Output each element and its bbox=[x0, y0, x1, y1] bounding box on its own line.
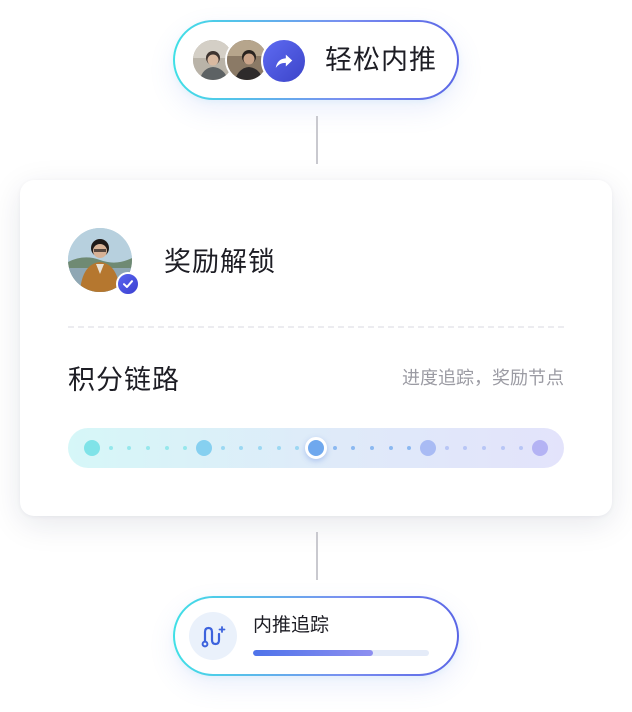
connector-line bbox=[316, 116, 318, 164]
reward-unlock-title: 奖励解锁 bbox=[164, 247, 276, 278]
user-avatar bbox=[191, 38, 235, 82]
dashed-divider bbox=[68, 326, 564, 328]
tracking-progress-fill bbox=[253, 650, 373, 656]
progress-dot bbox=[108, 446, 113, 450]
progress-node[interactable] bbox=[196, 440, 212, 456]
progress-dot bbox=[164, 446, 169, 450]
profile-avatar[interactable] bbox=[68, 228, 132, 292]
progress-dot bbox=[220, 446, 225, 450]
reward-card: 奖励解锁 积分链路 进度追踪，奖励节点 bbox=[20, 180, 612, 516]
progress-dot bbox=[127, 446, 132, 450]
progress-track[interactable] bbox=[68, 428, 564, 468]
route-icon-badge bbox=[189, 612, 237, 660]
progress-dot bbox=[183, 446, 188, 450]
progress-node[interactable] bbox=[84, 440, 100, 456]
referral-pill[interactable]: 轻松内推 bbox=[173, 20, 459, 100]
progress-dot bbox=[388, 446, 393, 450]
verified-badge bbox=[116, 272, 140, 296]
progress-dot bbox=[276, 446, 281, 450]
check-icon bbox=[123, 280, 133, 288]
progress-dot bbox=[295, 446, 300, 450]
points-chain-subtitle: 进度追踪，奖励节点 bbox=[402, 368, 564, 389]
progress-dot bbox=[500, 446, 505, 450]
progress-dot bbox=[370, 446, 374, 450]
points-chain-title: 积分链路 bbox=[68, 365, 180, 396]
progress-dot bbox=[332, 446, 337, 450]
progress-dot bbox=[407, 446, 412, 450]
progress-dot bbox=[482, 446, 486, 450]
progress-dot bbox=[258, 446, 262, 450]
progress-dot bbox=[519, 446, 524, 450]
progress-node[interactable] bbox=[420, 440, 436, 456]
pill-title: 轻松内推 bbox=[325, 45, 437, 76]
share-arrow-icon bbox=[275, 54, 293, 68]
progress-dot bbox=[444, 446, 449, 450]
progress-node[interactable] bbox=[532, 440, 548, 456]
progress-dot bbox=[463, 446, 468, 450]
connector-line bbox=[316, 532, 318, 580]
referral-tracking-pill[interactable]: 内推追踪 bbox=[173, 596, 459, 676]
tracking-label: 内推追踪 bbox=[253, 614, 330, 636]
progress-dot bbox=[351, 446, 356, 450]
progress-dot bbox=[239, 446, 244, 450]
route-icon bbox=[201, 626, 226, 648]
progress-dot bbox=[146, 446, 150, 450]
tracking-progress-bar bbox=[253, 650, 429, 656]
share-button[interactable] bbox=[261, 38, 307, 84]
progress-node-active[interactable] bbox=[305, 437, 327, 459]
